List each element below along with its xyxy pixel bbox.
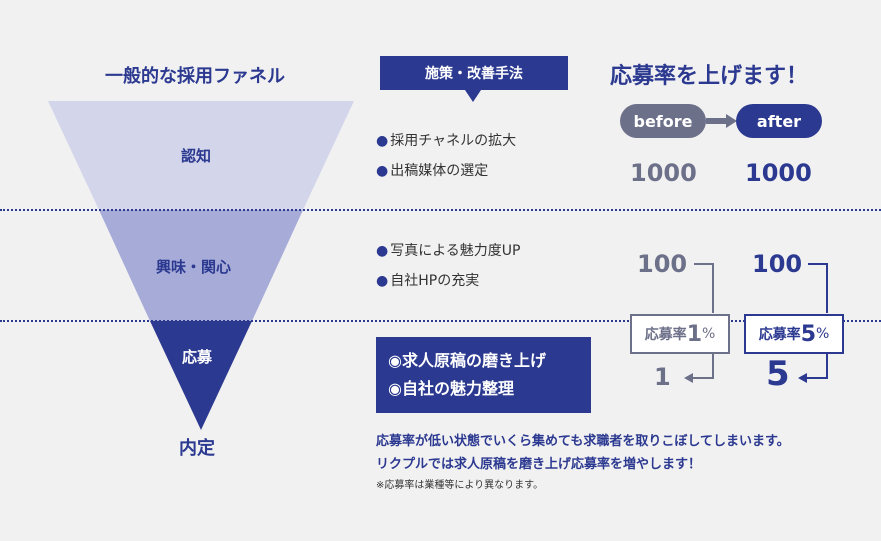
percent: %	[702, 326, 716, 342]
divider	[0, 209, 881, 211]
funnel-stage-awareness	[48, 101, 354, 210]
list-item: 自社HPの充実	[376, 270, 479, 290]
measures-title: 施策・改善手法	[380, 56, 568, 90]
funnel-stage-interest	[99, 210, 303, 321]
list-item: 写真による魅力度UP	[376, 240, 520, 260]
highlight-item: ◉求人原稿の磨き上げ	[388, 351, 546, 370]
before-awareness: 1000	[630, 159, 697, 187]
after-pill: after	[736, 104, 822, 138]
before-pill: before	[620, 104, 706, 138]
after-interest: 100	[752, 250, 803, 278]
footer-line1: 応募率が低い状態でいくら集めても求職者を取りこぼしてしまいます。	[376, 434, 790, 449]
funnel-stage-apply	[150, 321, 252, 430]
rate-value: 5	[800, 321, 816, 347]
before-result: 1	[654, 363, 671, 391]
list-item: 出稿媒体の選定	[376, 160, 488, 180]
footer-line2: リクプルでは求人原稿を磨き上げ応募率を増やします！	[376, 457, 702, 472]
rate-label: 応募率	[758, 327, 801, 343]
stage-label: 興味・関心	[156, 258, 232, 276]
after-awareness: 1000	[745, 159, 812, 187]
callout-pointer	[465, 90, 481, 102]
stage-label: 応募	[182, 348, 213, 366]
after-result: 5	[766, 354, 790, 394]
list-item: 採用チャネルの拡大	[376, 130, 516, 150]
funnel-end: 内定	[179, 438, 215, 459]
stage-label: 認知	[181, 147, 212, 165]
arrow-before-after	[706, 114, 737, 128]
highlight-box: ◉求人原稿の磨き上げ ◉自社の魅力整理	[376, 337, 591, 413]
divider	[0, 320, 881, 322]
rate-value: 1	[686, 321, 702, 347]
compare-title: 応募率を上げます！	[610, 64, 809, 89]
percent: %	[816, 326, 830, 342]
funnel-title: 一般的な採用ファネル	[105, 66, 285, 87]
rate-label: 応募率	[644, 327, 687, 343]
before-interest: 100	[637, 250, 688, 278]
highlight-item: ◉自社の魅力整理	[388, 379, 514, 398]
footer-note: ※応募率は業種等により異なります。	[376, 480, 544, 491]
